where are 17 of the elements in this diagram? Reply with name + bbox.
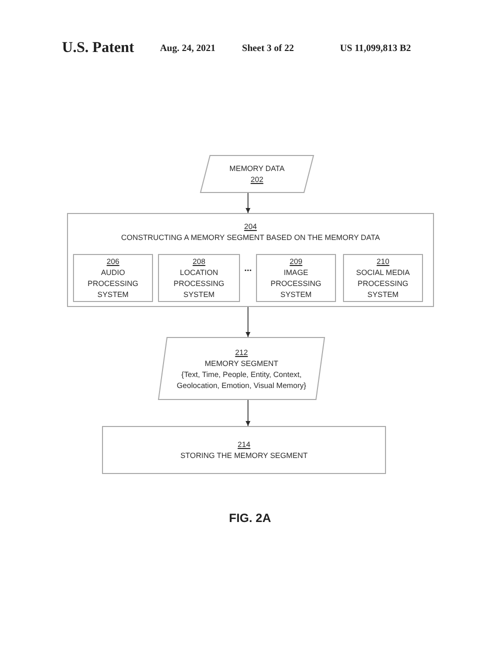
arrow	[246, 192, 250, 214]
figure-label: FIG. 2A	[228, 511, 272, 526]
process-box	[67, 213, 434, 307]
subsystem-box	[256, 254, 336, 302]
data-parallelogram	[158, 337, 325, 400]
arrow	[246, 400, 250, 426]
patent-date: Aug. 24, 2021	[160, 43, 216, 55]
subsystem-box	[158, 254, 240, 302]
patent-title: U.S. Patent	[62, 39, 136, 57]
process-box	[102, 426, 386, 474]
subsystem-box	[343, 254, 423, 302]
subsystem-box	[73, 254, 153, 302]
arrow	[246, 306, 250, 338]
data-parallelogram	[200, 155, 314, 193]
ellipsis-mark: ...	[243, 262, 253, 274]
patent-number: US 11,099,813 B2	[340, 43, 412, 55]
sheet-number: Sheet 3 of 22	[242, 43, 295, 55]
